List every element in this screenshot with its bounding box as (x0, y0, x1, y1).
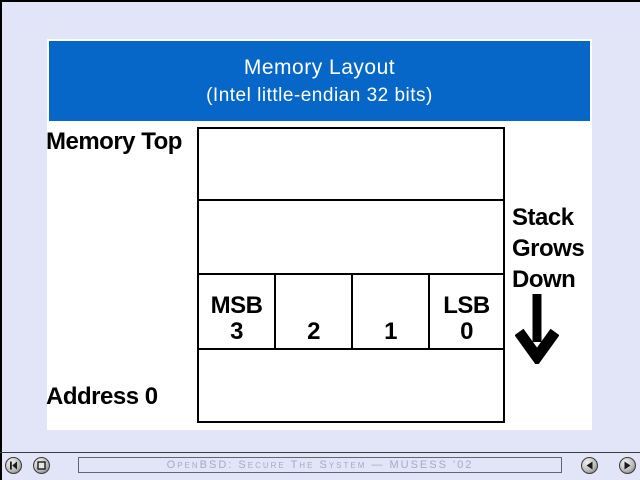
window-border-top (0, 0, 640, 2)
stack-label-line: Grows (512, 235, 585, 262)
byte-cell-number: 2 (307, 318, 320, 345)
byte-cell-number: 3 (230, 318, 243, 345)
stack-label-line: Down (512, 266, 576, 293)
byte-cell-tag: MSB (210, 292, 263, 319)
previous-slide-button[interactable] (581, 457, 598, 474)
slide-title-bar: Memory Layout (Intel little-endian 32 bi… (49, 41, 590, 121)
stop-icon (37, 461, 46, 470)
byte-cell-number: 0 (460, 318, 473, 345)
stack-label-line: Stack (512, 204, 574, 231)
memory-diagram-box: MSB 3 2 1 LSB 0 (197, 127, 505, 423)
byte-cell-divider-2 (351, 275, 353, 348)
next-slide-icon (624, 461, 631, 470)
previous-slide-icon (586, 461, 593, 470)
go-first-icon (10, 461, 17, 470)
byte-cell-divider-3 (428, 275, 430, 348)
byte-cell-1: 1 (353, 275, 428, 348)
row-divider-2 (199, 273, 503, 275)
address-zero-label: Address 0 (46, 383, 158, 410)
next-slide-button[interactable] (619, 457, 636, 474)
slide-title: Memory Layout (243, 56, 396, 79)
status-bar: OpenBSD: Secure The System — MUSESS '02 (78, 457, 562, 473)
byte-cell-3-msb: MSB 3 (199, 275, 274, 348)
stack-down-arrow-icon (515, 294, 559, 364)
byte-cell-divider-1 (274, 275, 276, 348)
stack-grows-down-label: Stack Grows Down (512, 202, 596, 295)
footer-separator (0, 452, 640, 453)
byte-cell-2: 2 (276, 275, 351, 348)
go-first-slide-button[interactable] (5, 457, 22, 474)
row-divider-3 (199, 348, 503, 350)
stop-button[interactable] (33, 457, 50, 474)
byte-cell-0-lsb: LSB 0 (430, 275, 503, 348)
memory-top-label: Memory Top (46, 128, 182, 155)
slide-subtitle: (Intel little-endian 32 bits) (206, 85, 433, 106)
row-divider-1 (199, 199, 503, 201)
byte-cell-tag: LSB (443, 292, 490, 319)
window-border-left (0, 0, 2, 480)
byte-cell-number: 1 (384, 318, 397, 345)
